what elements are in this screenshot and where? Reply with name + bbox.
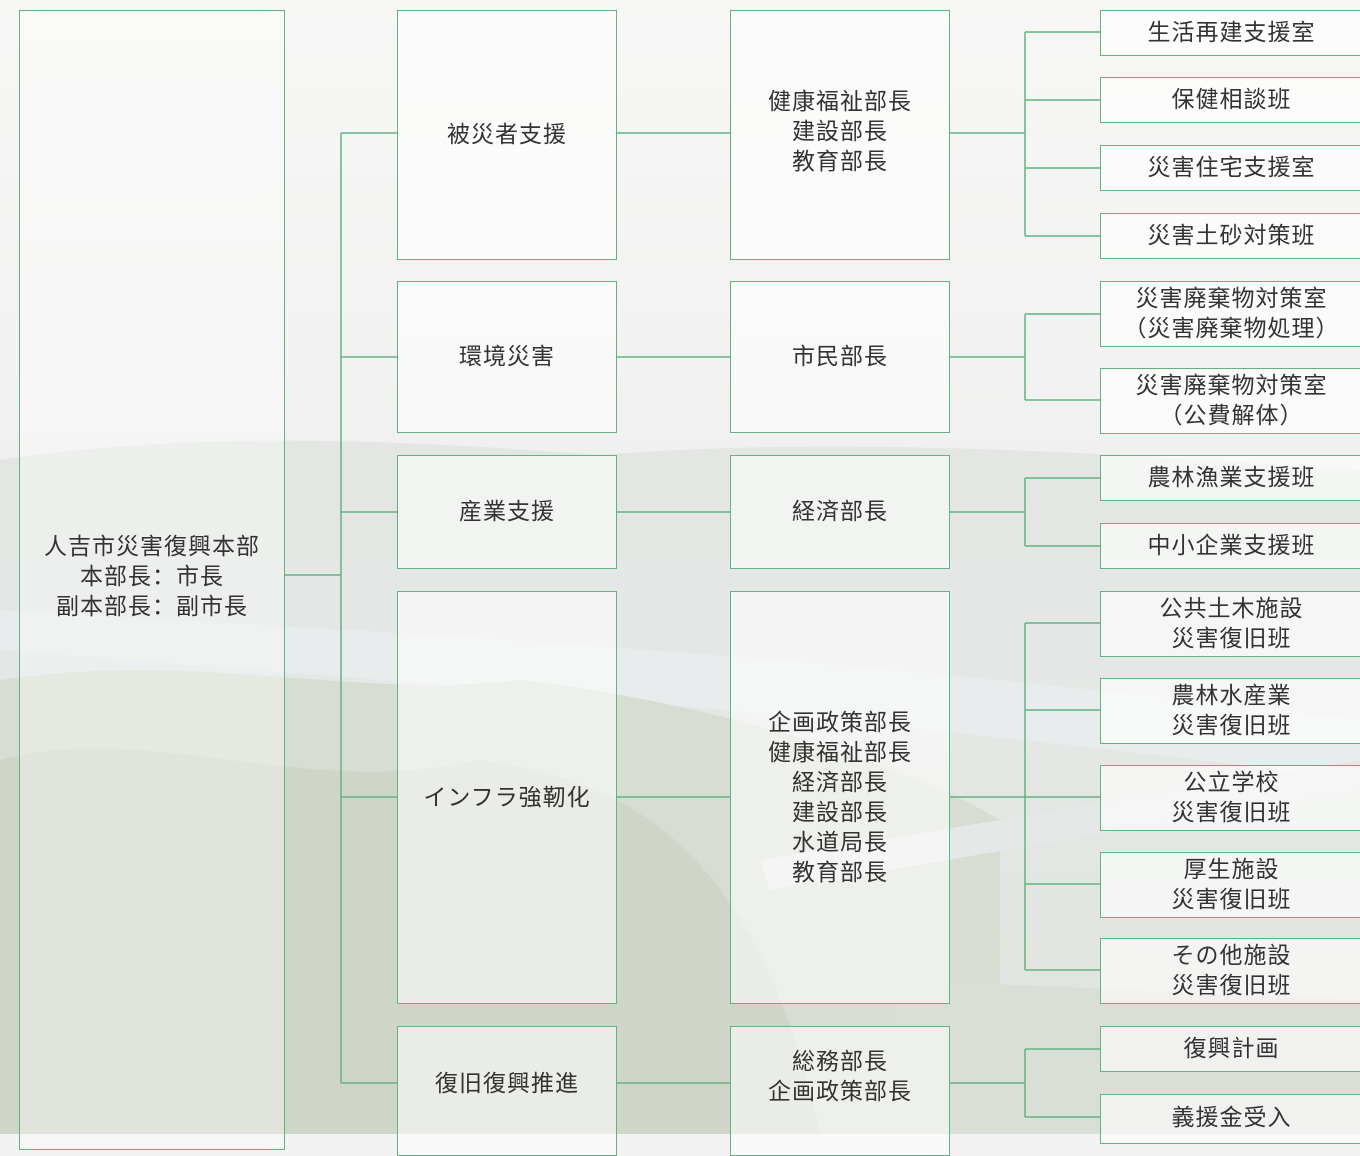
unit-label: その他施設 災害復旧班 bbox=[1171, 943, 1292, 999]
unit-box: 災害廃棄物対策室 （災害廃棄物処理） bbox=[1100, 281, 1360, 347]
hq-box: 人吉市災害復興本部 本部長：市長 副本部長：副市長 bbox=[19, 10, 285, 1150]
unit-label: 公共土木施設 災害復旧班 bbox=[1159, 596, 1304, 652]
category-label: 復旧復興推進 bbox=[435, 1071, 579, 1097]
unit-label: 公立学校 災害復旧班 bbox=[1171, 770, 1292, 826]
unit-box: 義援金受入 bbox=[1100, 1094, 1360, 1144]
unit-label: 災害住宅支援室 bbox=[1147, 155, 1316, 181]
category-box-victim-support: 被災者支援 bbox=[397, 10, 617, 260]
heads-box-recovery: 総務部長 企画政策部長 bbox=[730, 1026, 950, 1156]
category-box-infrastructure: インフラ強靭化 bbox=[397, 591, 617, 1004]
category-label: インフラ強靭化 bbox=[423, 784, 591, 811]
heads-label: 総務部長 企画政策部長 bbox=[768, 1049, 912, 1105]
hq-text: 人吉市災害復興本部 本部長：市長 副本部長：副市長 bbox=[44, 534, 260, 620]
unit-box: 災害住宅支援室 bbox=[1100, 145, 1360, 191]
unit-box: 災害廃棄物対策室 （公費解体） bbox=[1100, 368, 1360, 434]
heads-label: 市民部長 bbox=[792, 344, 888, 370]
unit-label: 農林漁業支援班 bbox=[1147, 465, 1316, 491]
unit-label: 災害土砂対策班 bbox=[1147, 223, 1316, 249]
unit-label: 生活再建支援室 bbox=[1147, 20, 1316, 46]
category-label: 環境災害 bbox=[459, 344, 555, 370]
unit-label: 厚生施設 災害復旧班 bbox=[1171, 857, 1292, 913]
unit-box: 災害土砂対策班 bbox=[1100, 213, 1360, 259]
unit-label: 復興計画 bbox=[1183, 1036, 1280, 1062]
unit-box: その他施設 災害復旧班 bbox=[1100, 938, 1360, 1004]
unit-label: 災害廃棄物対策室 （公費解体） bbox=[1135, 373, 1328, 429]
heads-box-infrastructure: 企画政策部長 健康福祉部長 経済部長 建設部長 水道局長 教育部長 bbox=[730, 591, 950, 1004]
unit-label: 義援金受入 bbox=[1171, 1105, 1292, 1131]
heads-label: 健康福祉部長 建設部長 教育部長 bbox=[768, 89, 912, 175]
category-label: 被災者支援 bbox=[447, 122, 567, 148]
category-box-environment: 環境災害 bbox=[397, 281, 617, 433]
heads-label: 経済部長 bbox=[792, 499, 888, 525]
unit-label: 中小企業支援班 bbox=[1147, 533, 1316, 559]
unit-box: 復興計画 bbox=[1100, 1026, 1360, 1072]
unit-box: 生活再建支援室 bbox=[1100, 10, 1360, 56]
unit-label: 災害廃棄物対策室 （災害廃棄物処理） bbox=[1123, 286, 1340, 342]
category-label: 産業支援 bbox=[459, 499, 555, 525]
heads-box-victim-support: 健康福祉部長 建設部長 教育部長 bbox=[730, 10, 950, 260]
unit-box: 保健相談班 bbox=[1100, 77, 1360, 123]
unit-box: 公立学校 災害復旧班 bbox=[1100, 765, 1360, 831]
unit-label: 農林水産業 災害復旧班 bbox=[1171, 683, 1292, 739]
unit-box: 厚生施設 災害復旧班 bbox=[1100, 852, 1360, 918]
category-box-recovery: 復旧復興推進 bbox=[397, 1026, 617, 1156]
heads-box-environment: 市民部長 bbox=[730, 281, 950, 433]
unit-box: 公共土木施設 災害復旧班 bbox=[1100, 591, 1360, 657]
heads-box-industry: 経済部長 bbox=[730, 455, 950, 569]
unit-box: 中小企業支援班 bbox=[1100, 523, 1360, 569]
unit-label: 保健相談班 bbox=[1171, 87, 1292, 113]
unit-box: 農林漁業支援班 bbox=[1100, 455, 1360, 501]
category-box-industry: 産業支援 bbox=[397, 455, 617, 569]
unit-box: 農林水産業 災害復旧班 bbox=[1100, 678, 1360, 744]
heads-label: 企画政策部長 健康福祉部長 経済部長 建設部長 水道局長 教育部長 bbox=[768, 709, 912, 886]
